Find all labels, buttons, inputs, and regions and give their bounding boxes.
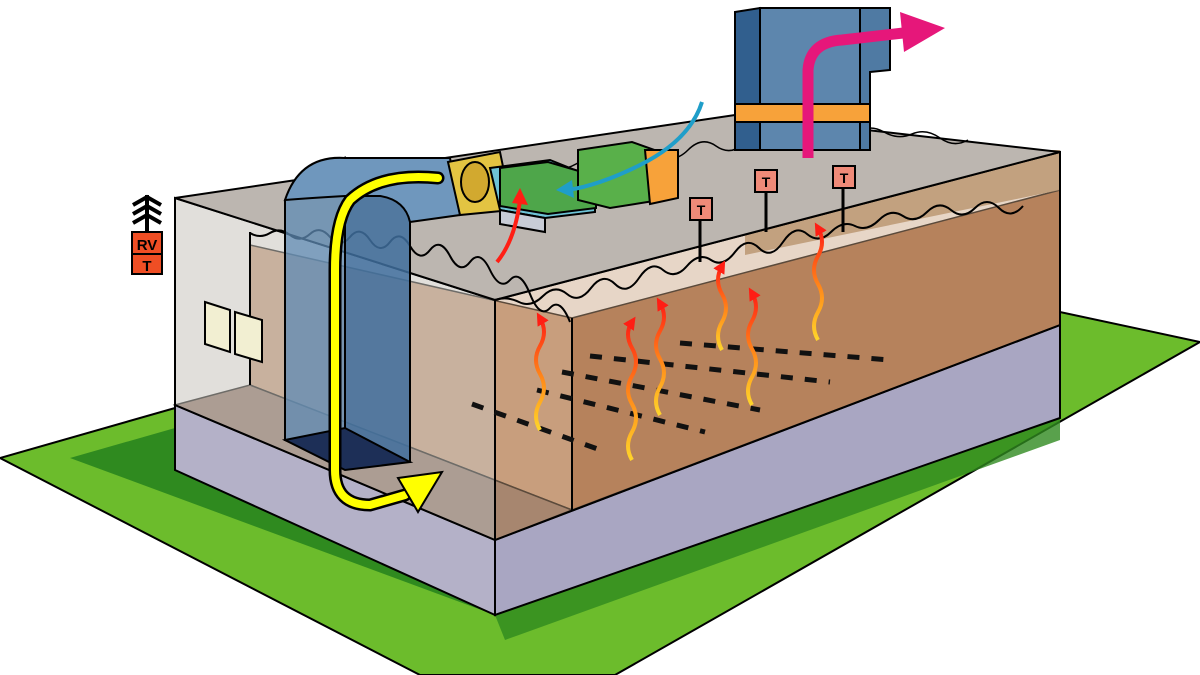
rv-t-monitor: RV T [131,194,163,275]
ground-shadow [70,428,495,615]
intake-airflow-arrowhead [556,180,574,198]
heat-rise-to-unit-arrowhead [512,188,528,205]
sensor-2-label: T [762,174,771,190]
sensor-3-label: T [840,170,849,186]
monitor-top-label: RV [137,237,158,254]
sensor-3: T [832,165,856,232]
soil-surface-front [494,201,1024,305]
exhaust-airflow-arrow [802,26,913,158]
heat-rise-to-unit-arrow [495,199,522,264]
exhaust-airflow-arrowhead [900,12,945,52]
monitor-bottom-label: T [142,258,151,275]
supply-duct-opening [281,426,414,472]
sub-slab-pipes [471,340,891,455]
electrical-panel-1 [204,300,231,354]
electrical-panel-2 [234,310,263,364]
fan-unit-opening [460,161,490,203]
intake-airflow-arrow [567,101,704,192]
ground-shadow-front [495,418,1060,640]
supply-airflow-arrowhead [396,470,444,514]
sensor-2: T [754,169,778,232]
antenna-icon [132,194,162,232]
exhaust-stack-side [734,6,761,151]
supply-airflow-arrow-fill [331,172,442,510]
sensor-1: T [689,197,713,262]
sensor-1-label: T [697,202,706,218]
heat-waves [534,222,827,461]
filter-unit-base [499,208,546,234]
